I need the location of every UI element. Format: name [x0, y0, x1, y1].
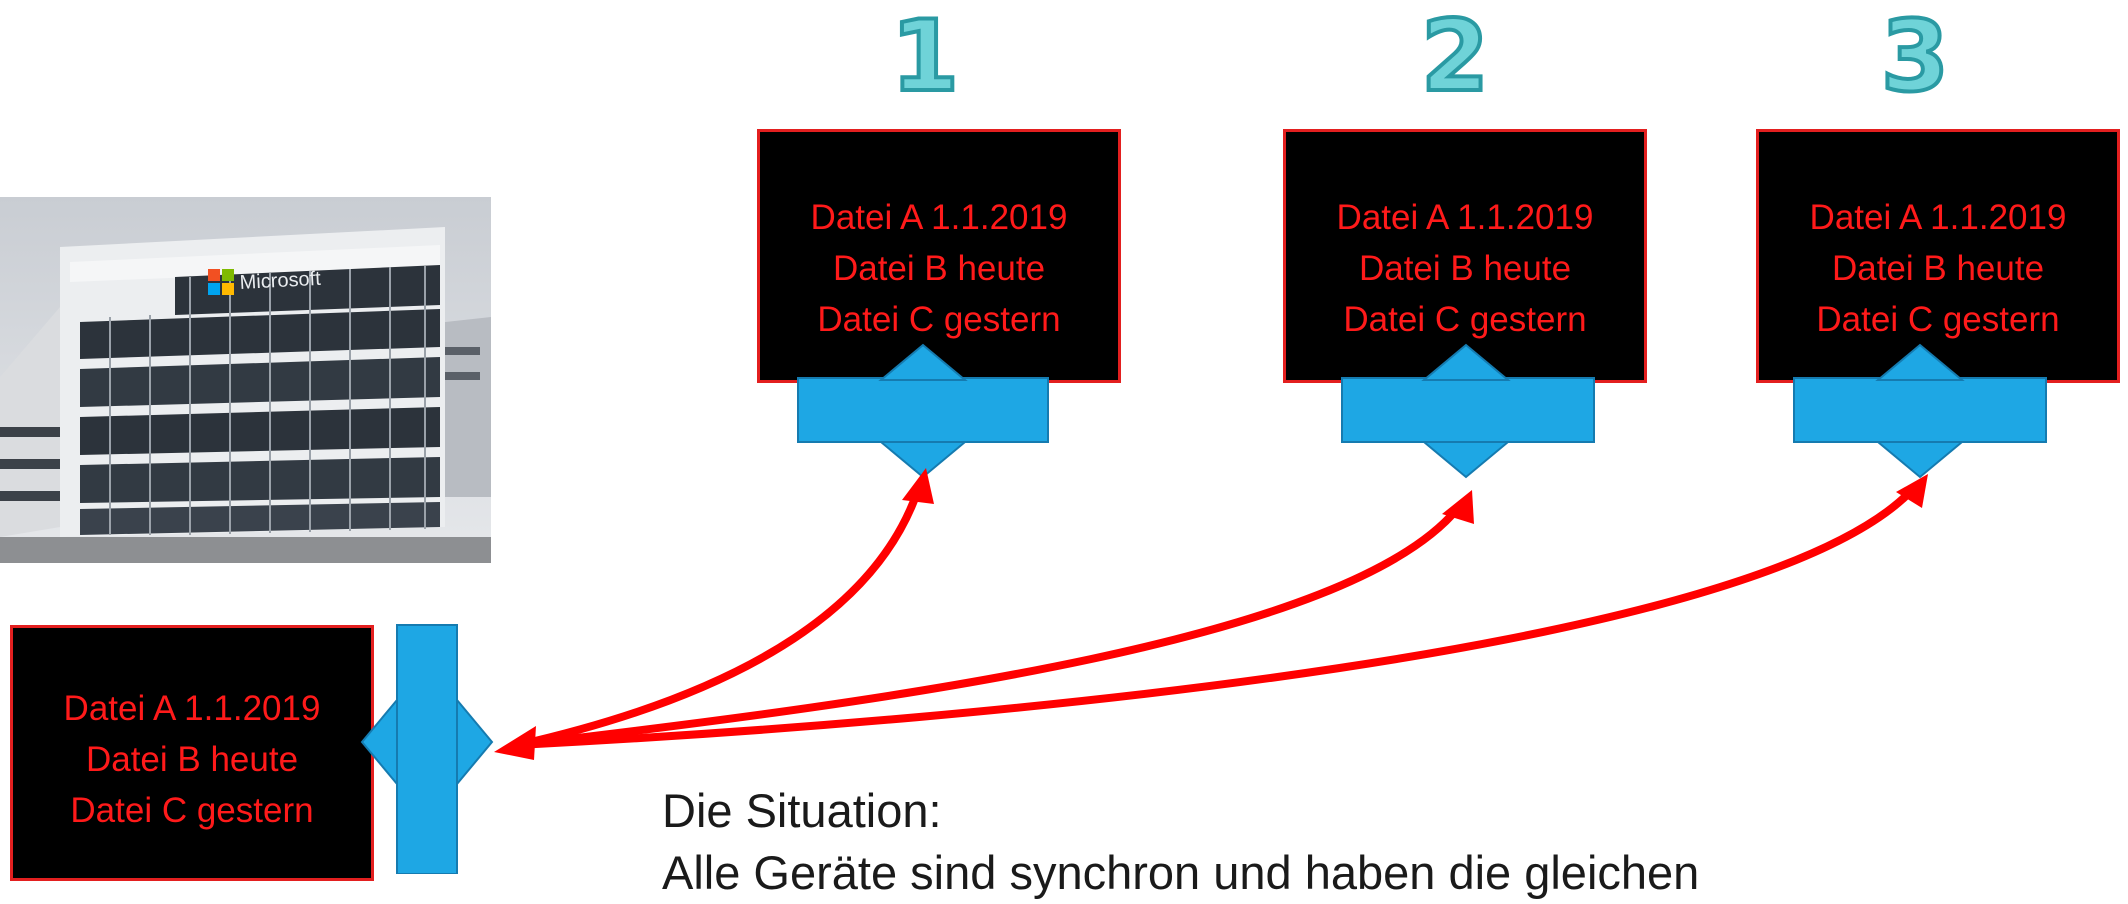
sign-text: Microsoft — [239, 268, 322, 294]
sync-arrow-1 — [514, 486, 922, 749]
device-box-2: Datei A 1.1.2019 Datei B heute Datei C g… — [1283, 129, 1647, 383]
connector-3 — [1793, 343, 2047, 479]
connections-layer — [360, 343, 2047, 874]
building-illustration: Microsoft — [0, 197, 491, 563]
server-box: Datei A 1.1.2019 Datei B heute Datei C g… — [10, 625, 374, 881]
file-line: Datei A 1.1.2019 — [63, 689, 321, 728]
sync-arrow-3 — [514, 486, 1916, 749]
file-line: Datei A 1.1.2019 — [1809, 198, 2067, 237]
file-line: Datei A 1.1.2019 — [810, 198, 1068, 237]
file-line: Datei A 1.1.2019 — [1336, 198, 1594, 237]
file-line: Datei B heute — [85, 740, 299, 779]
caption-text: Alle Geräte sind synchron und haben die … — [662, 846, 1700, 899]
arrowhead-3 — [1896, 474, 1928, 508]
file-line: Datei C gestern — [1816, 300, 2060, 339]
device-number-3: 3 — [1879, 0, 1951, 114]
caption-heading: Die Situation: — [662, 784, 942, 837]
file-line: Datei B heute — [1358, 249, 1572, 288]
device-box-3: Datei A 1.1.2019 Datei B heute Datei C g… — [1756, 129, 2120, 383]
office-building-photo: Microsoft — [0, 197, 491, 563]
device-box-1: Datei A 1.1.2019 Datei B heute Datei C g… — [757, 129, 1121, 383]
connector-1 — [797, 343, 1049, 479]
file-line: Datei C gestern — [70, 791, 314, 830]
file-line: Datei C gestern — [817, 300, 1061, 339]
file-line: Datei C gestern — [1343, 300, 1587, 339]
situation-caption: Die Situation: Alle Geräte sind synchron… — [662, 780, 1699, 904]
connector-2 — [1341, 343, 1595, 479]
arrowhead-server — [494, 726, 536, 760]
arrowhead-2 — [1442, 490, 1474, 524]
arrowhead-1 — [902, 468, 934, 504]
server-connector — [360, 624, 494, 874]
device-number-1: 1 — [889, 0, 961, 114]
file-line: Datei B heute — [832, 249, 1046, 288]
file-line: Datei B heute — [1831, 249, 2045, 288]
sync-arrow-2 — [514, 504, 1462, 749]
device-number-2: 2 — [1419, 0, 1491, 114]
